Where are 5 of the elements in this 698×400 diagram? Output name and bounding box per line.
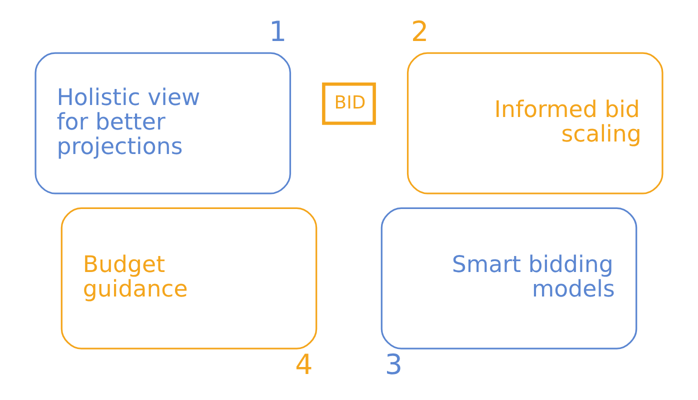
label: BID [334,92,366,114]
node-label: 4 [295,348,313,382]
node-label: 3 [384,348,403,382]
node-label: 1 [269,14,287,48]
node-label: 2 [411,14,429,48]
